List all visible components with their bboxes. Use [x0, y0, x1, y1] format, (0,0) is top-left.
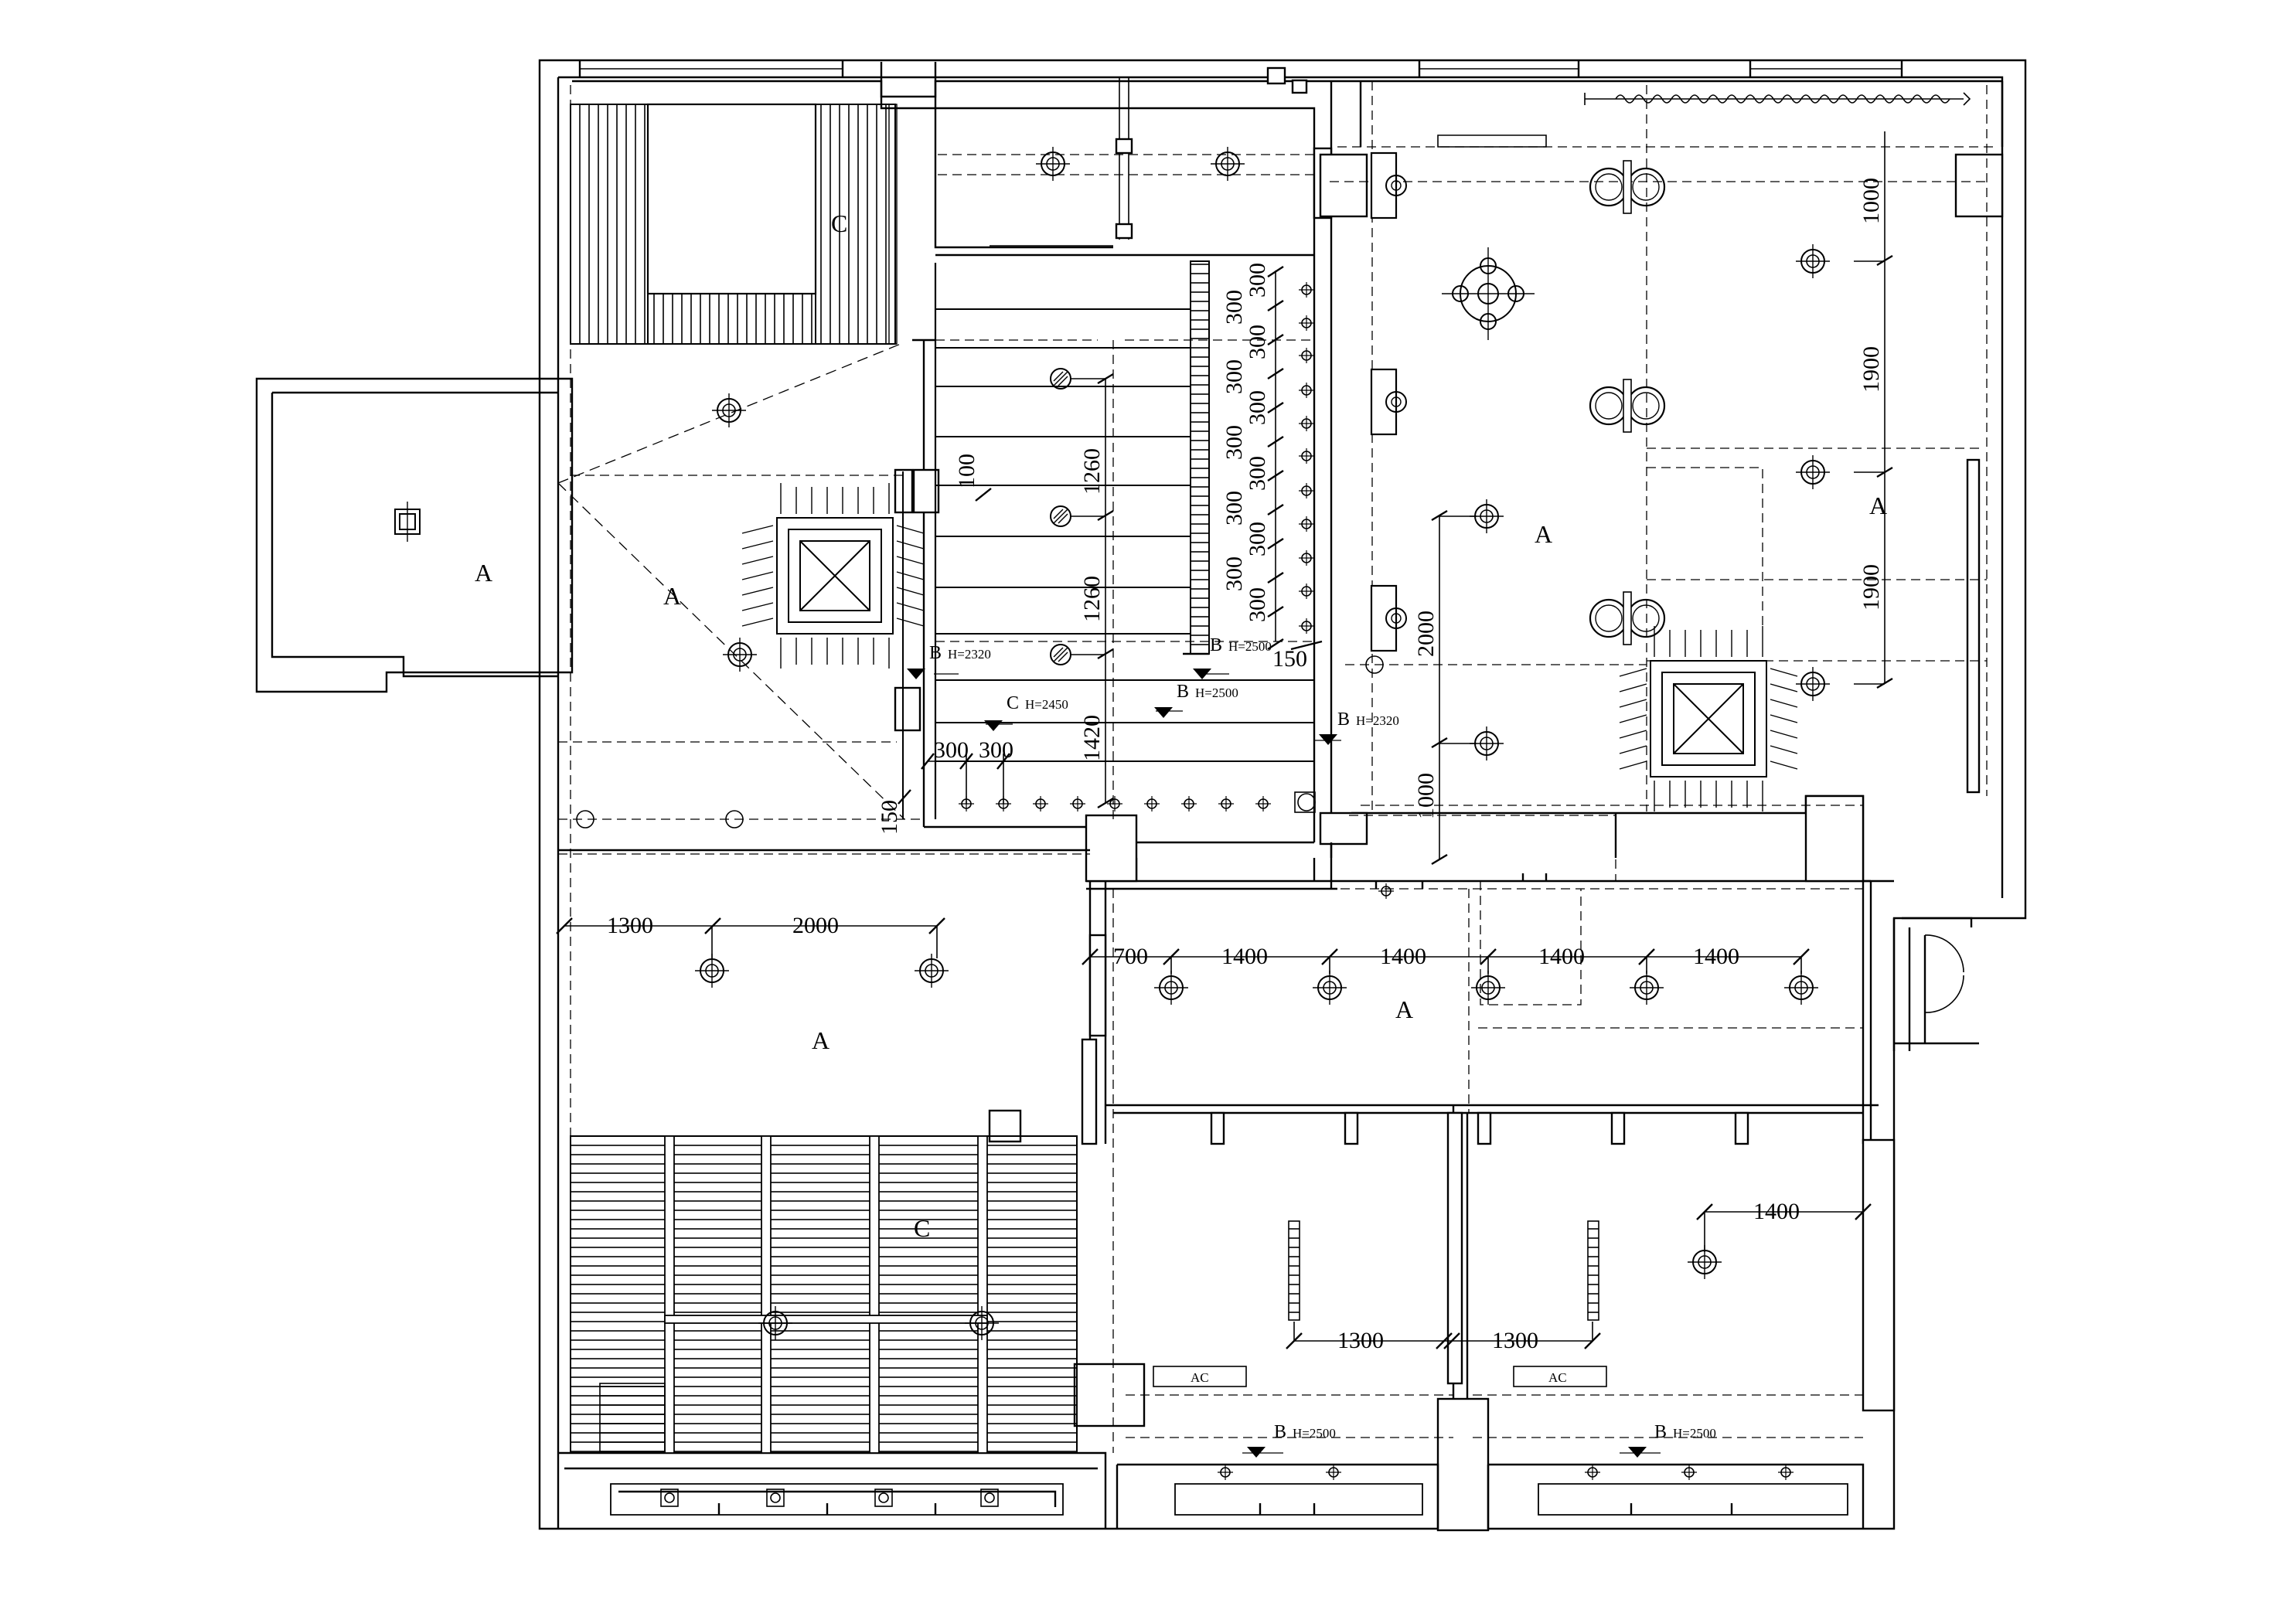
- downlight-icon: [694, 953, 730, 988]
- level-height: H=2320: [948, 647, 991, 662]
- dimension-value: 1900: [1858, 346, 1884, 393]
- slatted-ceiling-bottom-left: [570, 1135, 1078, 1454]
- dimension-value: 1300: [1337, 1328, 1384, 1353]
- level-height: H=2500: [1228, 639, 1272, 654]
- downlight-icon: [1050, 505, 1071, 527]
- chandelier-icon: [1442, 247, 1535, 340]
- zone-label: C: [914, 1214, 930, 1242]
- zone-label: A: [812, 1026, 829, 1054]
- dimension-value: 300: [1221, 290, 1247, 325]
- zone-label: C: [831, 209, 847, 237]
- ac-unit-label: AC: [1191, 1370, 1209, 1385]
- stair-treads: [902, 263, 1314, 819]
- downlight-icon: [1795, 243, 1831, 279]
- downlight-icon: [1470, 970, 1506, 1005]
- downlight-icon: [1795, 454, 1831, 490]
- downlight-icon: [1210, 146, 1245, 182]
- level-code: B: [1177, 682, 1189, 702]
- dimension-value: 300: [934, 737, 969, 763]
- dimension-values: 300 300 300 300 300 300 300 300 300 300 …: [607, 178, 1884, 1353]
- level-code: C: [1007, 693, 1019, 713]
- ac-labels: AC AC: [1191, 1370, 1567, 1385]
- light-fixtures: [394, 146, 1831, 1507]
- level-code: B: [929, 643, 942, 663]
- wall-light-icon: [1370, 151, 1408, 219]
- zone-label: A: [663, 582, 681, 610]
- dimension-value: 300: [1245, 456, 1270, 491]
- dimension-value: 1400: [1693, 944, 1739, 969]
- level-height: H=2320: [1356, 713, 1399, 728]
- zone-labels: A A A A A A C C: [475, 209, 1887, 1242]
- wall-outline: [255, 59, 2027, 1532]
- downlight-icon: [1795, 666, 1831, 702]
- dimension-value: 300: [1221, 556, 1247, 591]
- dimension-value: 300: [1245, 587, 1270, 622]
- dimension-lines: [556, 131, 1893, 1454]
- dimension-value: 300: [1245, 325, 1270, 359]
- level-code: B: [1337, 709, 1350, 730]
- level-height: H=2500: [1673, 1426, 1716, 1441]
- dimension-value: 1300: [607, 913, 653, 938]
- dimension-value: 1260: [1079, 448, 1105, 495]
- dimension-value: 1400: [1221, 944, 1268, 969]
- double-lamp-icon: [1589, 159, 1666, 215]
- linear-light-icon: [1288, 1220, 1300, 1321]
- double-lamp-icon: [1589, 378, 1666, 434]
- ac-unit-label: AC: [1548, 1370, 1567, 1385]
- level-labels: B H=2320 B H=2500 C H=2450 B H=2500 B H=…: [929, 635, 1716, 1442]
- linear-light-icon: [1587, 1220, 1599, 1321]
- downlight-icon: [1629, 970, 1664, 1005]
- dimension-value: 2000: [1413, 611, 1439, 657]
- zone-label: A: [1535, 520, 1552, 548]
- dimension-value: 1400: [1753, 1199, 1800, 1224]
- dimension-value: 1000: [1858, 178, 1884, 224]
- dimension-value: 300: [1221, 359, 1247, 394]
- wall-light-icon: [1370, 368, 1408, 436]
- dimension-value: 300: [1221, 425, 1247, 460]
- dimension-value: 150: [1272, 646, 1307, 672]
- dimension-value: 1420: [1079, 715, 1105, 761]
- level-height: H=2500: [1195, 686, 1238, 700]
- downlight-icon: [722, 637, 758, 672]
- dimension-value: 1000: [1413, 773, 1439, 819]
- dimension-value: 300: [979, 737, 1013, 763]
- downlight-icon: [711, 393, 747, 428]
- downlight-icon: [1783, 970, 1819, 1005]
- dimension-value: 300: [1221, 491, 1247, 526]
- dimension-value: 2000: [792, 913, 839, 938]
- curtain-track: [1584, 92, 1971, 106]
- zone-label: A: [1395, 995, 1413, 1023]
- zone-label: A: [475, 559, 492, 587]
- dimension-value: 1300: [1492, 1328, 1538, 1353]
- level-height: H=2450: [1025, 697, 1068, 712]
- triangular-ceiling-lines: [557, 343, 905, 820]
- dimension-value: 300: [1245, 263, 1270, 298]
- downlight-icon: [1035, 146, 1071, 182]
- dimension-value: 300: [1245, 522, 1270, 556]
- zone-label: A: [1869, 492, 1887, 519]
- recessed-square-ceiling-left: [741, 483, 925, 669]
- downlight-icon: [1312, 970, 1347, 1005]
- downlight-icon: [914, 953, 949, 988]
- wall-light-icon: [1370, 584, 1408, 652]
- dimension-value: 1260: [1079, 576, 1105, 622]
- downlight-icon: [1153, 970, 1189, 1005]
- level-height: H=2500: [1293, 1426, 1336, 1441]
- level-code: B: [1274, 1422, 1286, 1442]
- level-code: B: [1210, 635, 1222, 655]
- dimension-value: 1400: [1538, 944, 1585, 969]
- dimension-value: 150: [877, 800, 902, 835]
- downlight-icon: [1050, 644, 1071, 665]
- dimension-value: 1900: [1858, 564, 1884, 611]
- level-code: B: [1654, 1422, 1667, 1442]
- double-lamp-icon: [1589, 590, 1666, 646]
- dimension-value: 300: [1245, 390, 1270, 425]
- dimension-value: 1400: [1380, 944, 1426, 969]
- dimension-value: 700: [1113, 944, 1148, 969]
- dimension-value: 100: [954, 454, 979, 488]
- slatted-ceiling-top-left: [570, 103, 898, 345]
- recessed-square-ceiling-right: [1619, 626, 1798, 812]
